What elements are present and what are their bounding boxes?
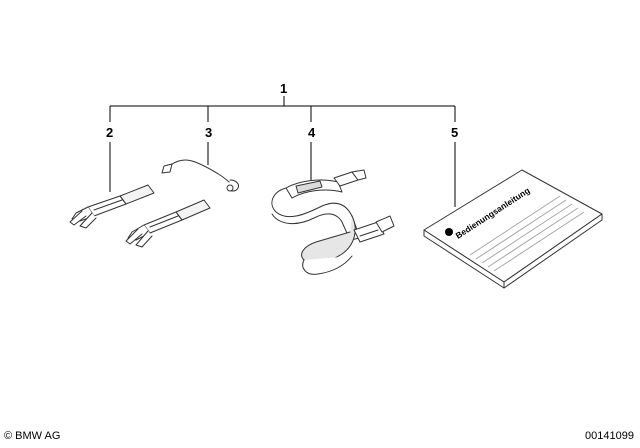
- wire-cable: [161, 159, 239, 192]
- callout-5: 5: [451, 125, 458, 140]
- diagram-id-label: 00141099: [585, 430, 634, 442]
- copyright-label: © BMW AG: [4, 430, 61, 442]
- holding-strap: [271, 169, 395, 275]
- manual-emblem-icon: [445, 228, 453, 236]
- manual-text-lines: [469, 195, 585, 272]
- callout-4: 4: [308, 125, 316, 140]
- instruction-manual: Bedienungsanleitung: [423, 169, 603, 289]
- callout-1: 1: [280, 81, 287, 96]
- strap-cable-upper: [69, 184, 155, 229]
- strap-cable-lower: [125, 199, 211, 248]
- callout-2: 2: [106, 125, 113, 140]
- callout-3: 3: [205, 125, 212, 140]
- bracket-leader: [109, 96, 456, 122]
